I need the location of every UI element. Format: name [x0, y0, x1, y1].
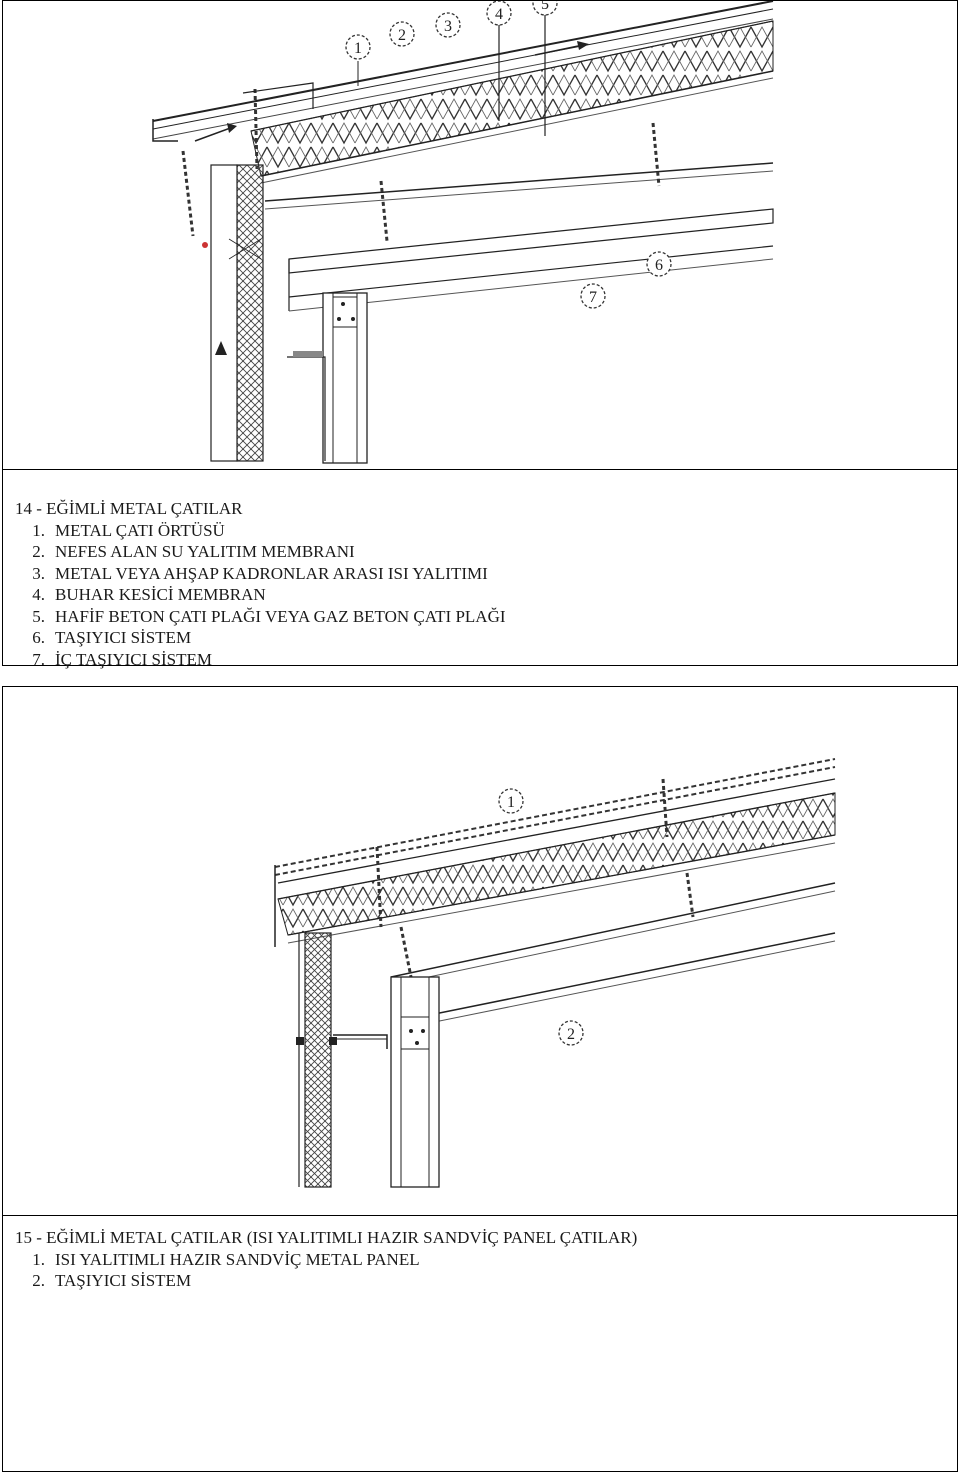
figure-15-panel: 1 2 15 - EĞİMLİ METAL ÇATILAR (ISI YALIT…	[2, 686, 958, 1472]
legend-text: METAL ÇATI ÖRTÜSÜ	[55, 520, 225, 540]
legend-num: 7.	[32, 649, 45, 669]
legend-text: HAFİF BETON ÇATI PLAĞI VEYA GAZ BETON ÇA…	[55, 606, 506, 626]
legend-item: 6. TAŞIYICI SİSTEM	[15, 627, 506, 649]
callout-2: 2	[398, 27, 406, 44]
callout-3: 3	[444, 18, 452, 35]
callout-1: 1	[354, 40, 362, 57]
legend-item: 2. TAŞIYICI SİSTEM	[15, 1270, 637, 1292]
legend-item: 1. ISI YALITIMLI HAZIR SANDVİÇ METAL PANE…	[15, 1249, 637, 1271]
callout-6: 6	[655, 257, 663, 274]
legend-text: NEFES ALAN SU YALITIM MEMBRANI	[55, 542, 355, 561]
legend-num: 2.	[32, 1271, 45, 1290]
callout-4: 4	[495, 6, 503, 23]
legend-text: BUHAR KESİCİ MEMBRAN	[55, 585, 266, 604]
sandwich-panel-detail-svg: 1 2	[274, 758, 836, 1188]
legend-num: 3.	[32, 563, 45, 583]
legend-text: İÇ TAŞIYICI SİSTEM	[55, 649, 213, 669]
figure-14-panel: 1 2 3 4 5 6 7 14 - EĞİMLİ METAL ÇATILAR …	[2, 0, 958, 669]
figure-15-caption: 15 - EĞİMLİ METAL ÇATILAR (ISI YALITIMLI…	[15, 1227, 637, 1292]
legend-num: 1.	[32, 1249, 45, 1269]
legend-item: 7. İÇ TAŞIYICI SİSTEM	[15, 649, 506, 671]
figure-14-legend: 1. METAL ÇATI ÖRTÜSÜ 2. NEFES ALAN SU YALI…	[15, 520, 506, 671]
legend-num: 6.	[32, 628, 45, 647]
roof-section-drawing-15: 1 2	[3, 687, 957, 1216]
legend-item: 2. NEFES ALAN SU YALITIM MEMBRANI	[15, 541, 506, 563]
legend-item: 5. HAFİF BETON ÇATI PLAĞI VEYA GAZ BETON …	[15, 606, 506, 628]
roof-detail-svg: 1 2 3 4 5 6 7	[152, 1, 774, 464]
legend-text: ISI YALITIMLI HAZIR SANDVİÇ METAL PANEL	[55, 1249, 420, 1269]
callout-5: 5	[541, 1, 549, 13]
legend-num: 5.	[32, 606, 45, 626]
callout-7: 7	[589, 289, 597, 306]
figure-15-legend: 1. ISI YALITIMLI HAZIR SANDVİÇ METAL PANE…	[15, 1249, 637, 1292]
legend-item: 1. METAL ÇATI ÖRTÜSÜ	[15, 520, 506, 542]
legend-item: 3. METAL VEYA AHŞAP KADRONLAR ARASI ISI Y…	[15, 563, 506, 585]
legend-text: TAŞIYICI SİSTEM	[55, 1271, 192, 1290]
legend-num: 4.	[32, 585, 45, 604]
legend-text: TAŞIYICI SİSTEM	[55, 628, 192, 647]
callout-1: 1	[507, 794, 515, 811]
callout-2: 2	[567, 1026, 575, 1043]
roof-section-drawing-14: 1 2 3 4 5 6 7	[3, 1, 957, 470]
figure-14-caption: 14 - EĞİMLİ METAL ÇATILAR 1. METAL ÇATI Ö…	[15, 498, 506, 670]
figure-14-title: 14 - EĞİMLİ METAL ÇATILAR	[15, 499, 243, 518]
legend-num: 2.	[32, 542, 45, 561]
legend-item: 4. BUHAR KESİCİ MEMBRAN	[15, 584, 506, 606]
figure-15-title: 15 - EĞİMLİ METAL ÇATILAR (ISI YALITIMLI…	[15, 1228, 638, 1247]
legend-num: 1.	[32, 520, 45, 540]
legend-text: METAL VEYA AHŞAP KADRONLAR ARASI ISI YAL…	[55, 563, 488, 583]
